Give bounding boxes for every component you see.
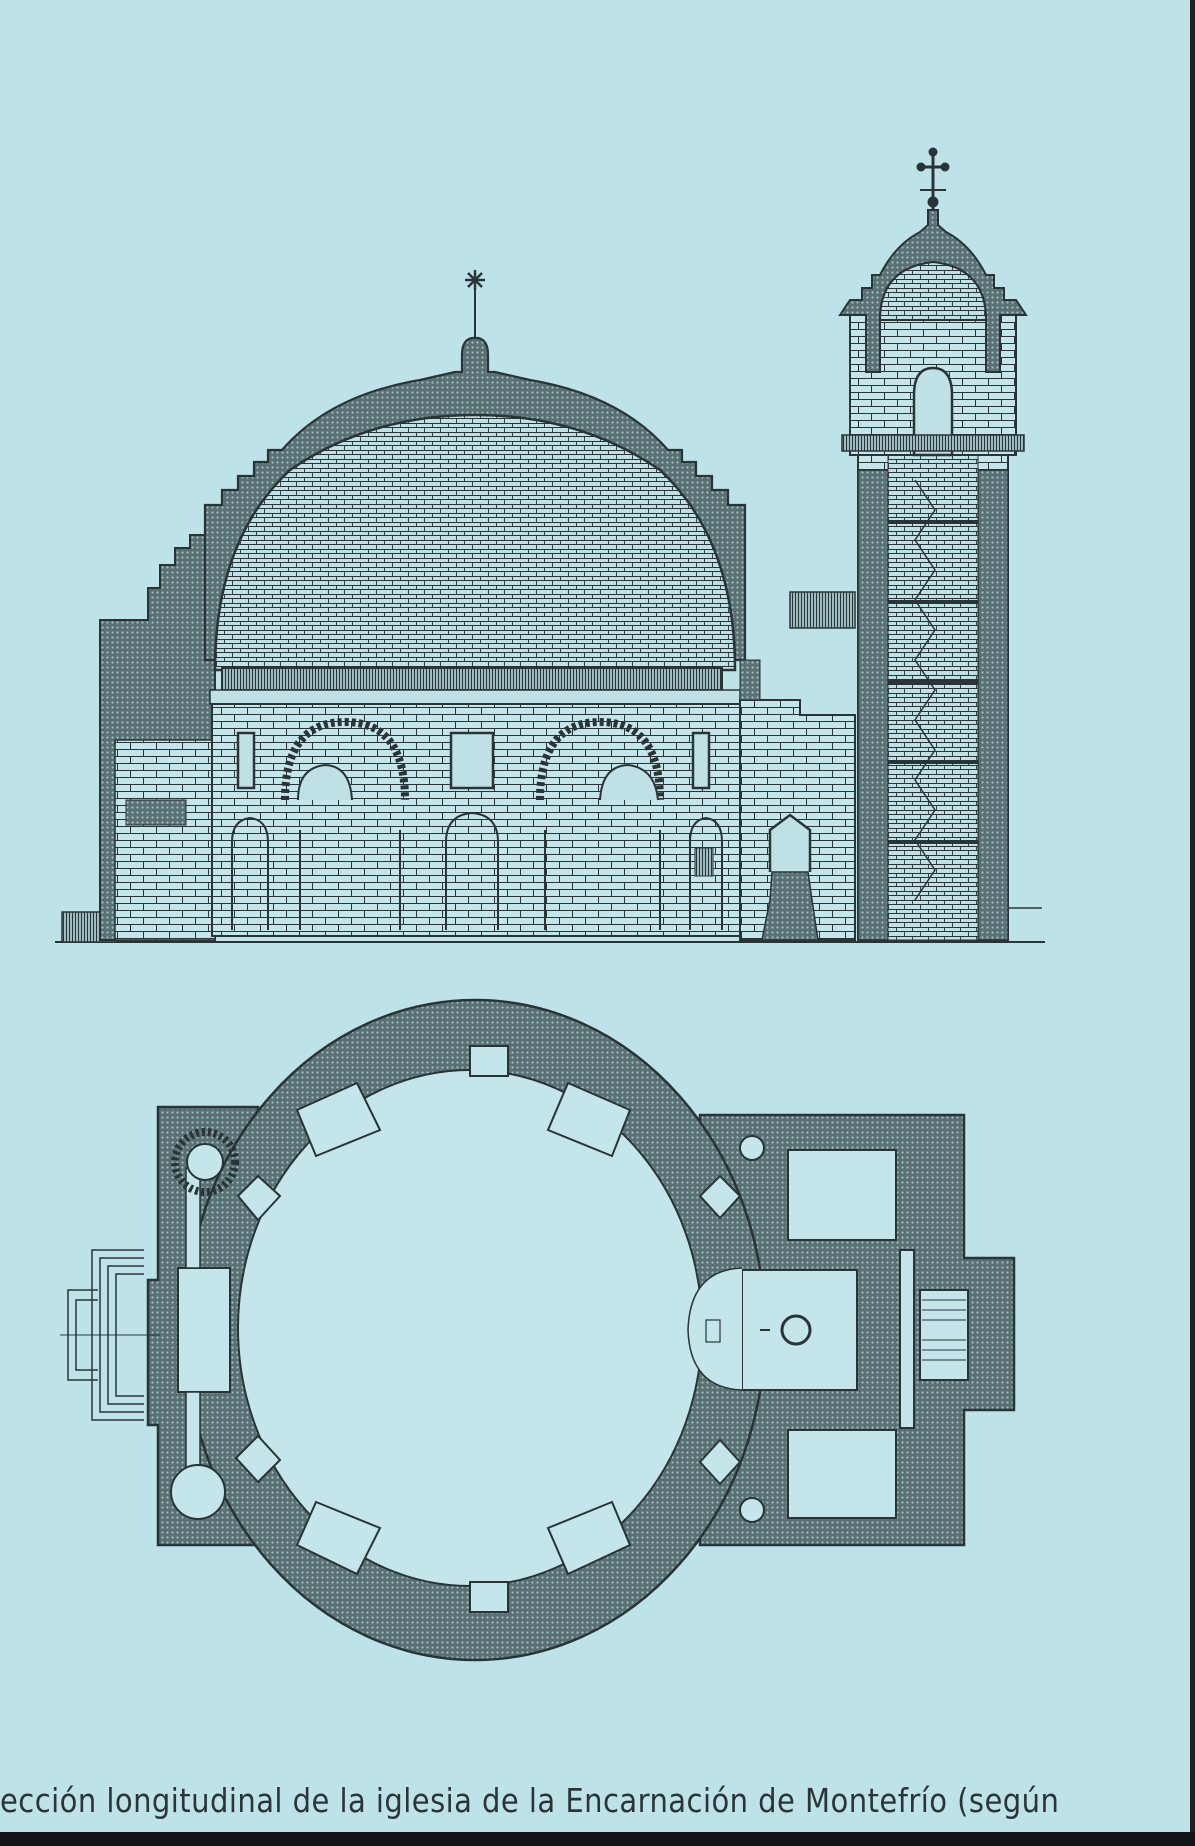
cross-finial-icon xyxy=(916,147,950,210)
star-finial-icon xyxy=(465,270,485,290)
nave-floor xyxy=(237,1069,703,1587)
figure-caption: ección longitudinal de la iglesia de la … xyxy=(0,1781,1060,1820)
slide-frame-edge xyxy=(1190,0,1195,1846)
dome-interior xyxy=(213,413,737,672)
altar-icon xyxy=(780,1314,812,1346)
longitudinal-section xyxy=(55,147,1045,943)
bell-tower xyxy=(838,147,1028,941)
slide-frame-bottom xyxy=(0,1832,1195,1846)
floor-plan xyxy=(60,998,1016,1662)
